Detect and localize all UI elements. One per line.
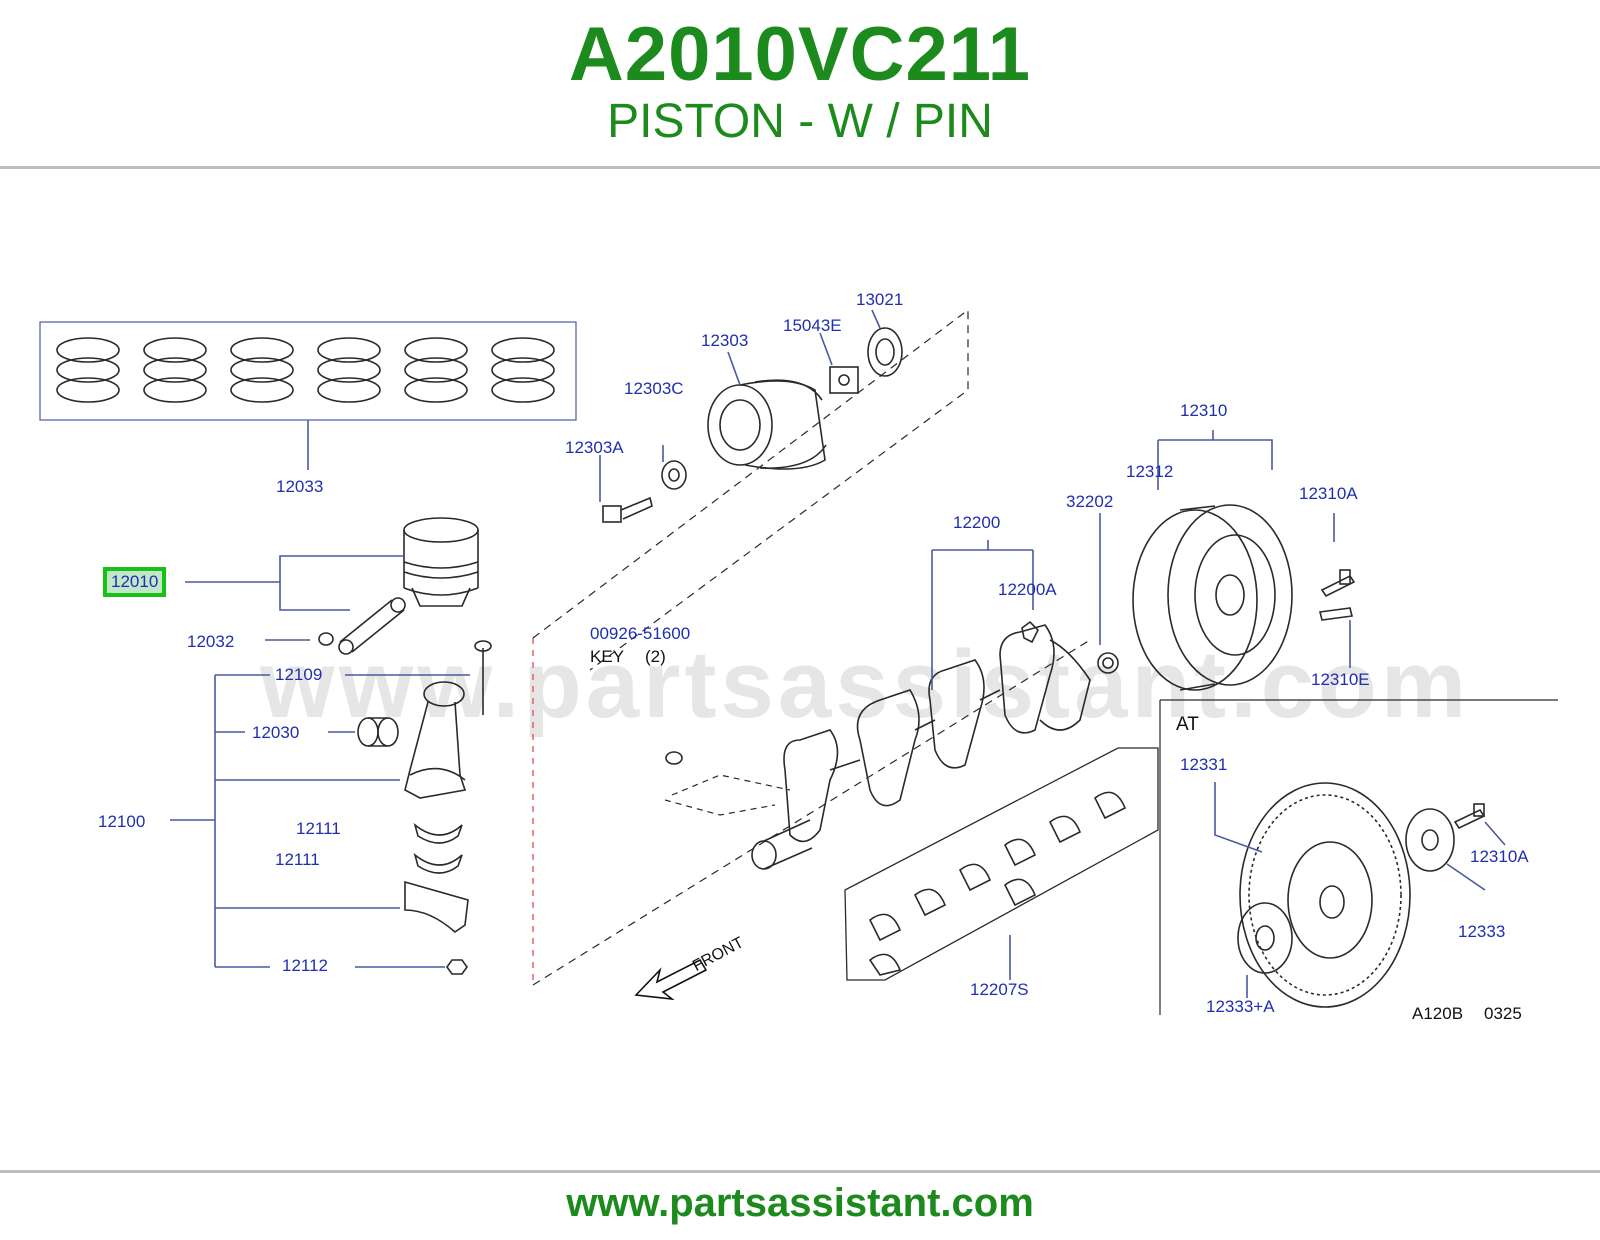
conrod-nut-icon: [446, 959, 468, 975]
callout-12200A[interactable]: 12200A: [998, 580, 1057, 599]
part-number-title: A2010VC211: [568, 12, 1032, 97]
conrod-bearing-upper-icon: [413, 822, 463, 844]
footer-divider: [0, 1170, 1600, 1173]
callout-12100[interactable]: 12100: [98, 812, 146, 831]
reinforcement-plate-icon: [1237, 902, 1293, 974]
header-divider: [0, 166, 1600, 169]
conrod-bushing-icon: [357, 717, 399, 747]
flywheel-dowel-icon: [1319, 607, 1353, 621]
piston-icon: [403, 517, 479, 607]
front-arrow-icon: [634, 958, 708, 1001]
drive-plate-icon: [1239, 782, 1411, 1008]
callout-12030[interactable]: 12030: [252, 723, 300, 742]
pilot-bushing-icon: [1097, 652, 1119, 674]
conrod-bearing-lower-icon: [413, 852, 463, 874]
callout-00926-51600[interactable]: 00926-51600: [590, 624, 691, 643]
flywheel-bolt-icon: [1320, 569, 1356, 598]
reference-number: 0325: [1484, 1004, 1522, 1023]
parts-diagram: www.partsassistant.com: [0, 270, 1600, 1070]
callout-12310A-drive-plate[interactable]: 12310A: [1470, 847, 1529, 866]
callout-12032[interactable]: 12032: [187, 632, 235, 651]
callout-15043E[interactable]: 15043E: [783, 316, 842, 335]
drive-plate-bolt-icon: [1453, 803, 1486, 830]
callout-12112[interactable]: 12112: [282, 956, 329, 975]
callout-12333[interactable]: 12333: [1458, 922, 1506, 941]
ring-set-frame: [39, 321, 577, 421]
crank-sprocket-icon: [867, 327, 903, 377]
callout-12109[interactable]: 12109: [275, 665, 323, 684]
callout-12010-highlighted[interactable]: 12010: [103, 567, 167, 597]
callout-12111-lower[interactable]: 12111: [275, 850, 320, 869]
callout-12033[interactable]: 12033: [276, 477, 324, 496]
callout-32202[interactable]: 32202: [1066, 492, 1114, 511]
snap-ring-icon: [318, 632, 334, 646]
callout-12310[interactable]: 12310: [1180, 401, 1228, 420]
pulley-washer-icon: [661, 460, 687, 490]
conrod-cap-icon: [404, 880, 469, 934]
page-header: A2010VC211 PISTON - W / PIN: [0, 0, 1600, 168]
flywheel-icon: [1132, 504, 1293, 691]
crankshaft-icon: [751, 624, 1091, 870]
callout-12200[interactable]: 12200: [953, 513, 1001, 532]
key-quantity: (2): [645, 647, 666, 666]
piston-rings-icon: [56, 337, 555, 403]
callout-12333-A[interactable]: 12333+A: [1206, 997, 1275, 1016]
callout-12111-upper[interactable]: 12111: [296, 819, 341, 838]
adapter-plate-icon: [1405, 808, 1455, 872]
pulley-bolt-icon: [602, 496, 653, 523]
piston-pin-icon: [338, 597, 406, 655]
watermark-text: www.partsassistant.com: [260, 631, 1471, 738]
callout-12303C[interactable]: 12303C: [624, 379, 684, 398]
callout-12312[interactable]: 12312: [1126, 462, 1174, 481]
crank-pulley-icon: [707, 379, 827, 470]
conrod-bolt-icon: [474, 640, 492, 715]
callout-12303A[interactable]: 12303A: [565, 438, 624, 457]
crank-key-icon: [665, 751, 683, 765]
footer-website-link[interactable]: www.partsassistant.com: [566, 1181, 1034, 1225]
crank-plug-icon: [1021, 620, 1039, 644]
connecting-rod-icon: [404, 681, 467, 799]
crank-key-sprocket-icon: [829, 366, 859, 394]
main-bearings-icon: [844, 747, 1159, 981]
callout-12310E[interactable]: 12310E: [1311, 670, 1370, 689]
at-section-label: AT: [1176, 714, 1199, 735]
callout-12310A-flywheel[interactable]: 12310A: [1299, 484, 1358, 503]
callout-12303[interactable]: 12303: [701, 331, 749, 350]
callout-12207S[interactable]: 12207S: [970, 980, 1029, 999]
exploded-view-drawing: [39, 308, 1558, 1015]
key-label: KEY: [590, 647, 625, 666]
callout-13021[interactable]: 13021: [856, 290, 904, 309]
callout-12331[interactable]: 12331: [1180, 755, 1228, 774]
reference-code: A120B: [1412, 1004, 1464, 1023]
part-name-subtitle: PISTON - W / PIN: [607, 95, 993, 148]
